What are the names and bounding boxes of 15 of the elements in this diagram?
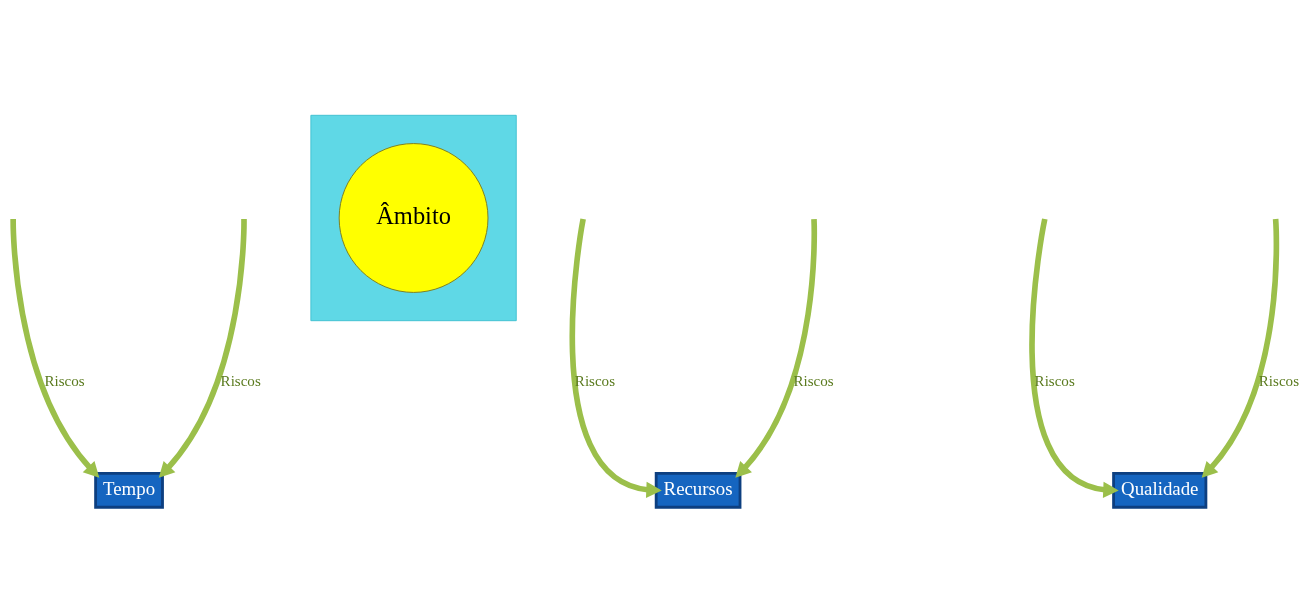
- node-box: Recursos: [654, 471, 742, 509]
- arrow: [1029, 217, 1119, 498]
- node-box: Tempo: [94, 471, 164, 509]
- cluster: [310, 114, 517, 321]
- node-box: Qualidade: [1112, 471, 1208, 509]
- arrow: [569, 218, 662, 498]
- arrow: [1201, 218, 1280, 478]
- edge-label: Riscos: [793, 372, 834, 389]
- node-circle: Âmbito: [338, 142, 489, 293]
- edge-label: Riscos: [1258, 372, 1299, 389]
- edge-label: Riscos: [44, 372, 85, 389]
- arrow: [158, 218, 247, 478]
- edge-label: Riscos: [220, 372, 261, 389]
- arrow: [735, 218, 818, 478]
- arrow: [10, 218, 100, 478]
